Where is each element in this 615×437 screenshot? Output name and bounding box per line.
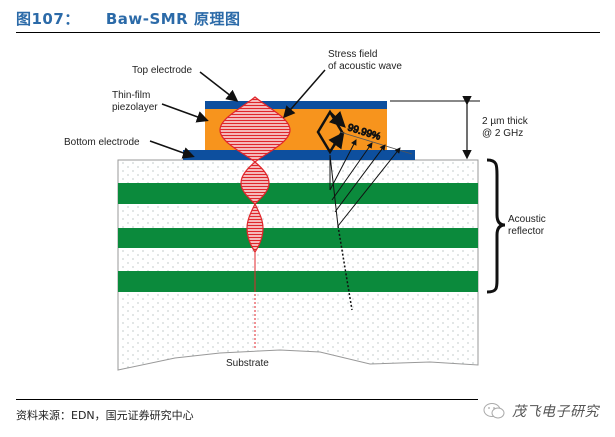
label-thin-film-2: piezolayer	[112, 102, 158, 113]
reflector-layer-2	[118, 228, 478, 248]
thickness-label-1: 2 µm thick	[482, 116, 529, 127]
bottom-electrode	[183, 150, 415, 160]
reflector-label-2: reflector	[508, 226, 545, 237]
label-top-electrode: Top electrode	[132, 65, 192, 76]
watermark-text: 茂飞电子研究	[512, 404, 599, 420]
label-stress-1: Stress field	[328, 49, 377, 60]
footer-divider	[16, 399, 600, 400]
reflector-layer-1	[118, 183, 478, 204]
label-stress-2: of acoustic wave	[328, 61, 402, 72]
label-thin-film-1: Thin-film	[112, 90, 150, 101]
reflector-layer-3	[118, 271, 478, 292]
thickness-dimension: 2 µm thick @ 2 GHz	[390, 95, 529, 160]
reflector-brace: Acoustic reflector	[486, 158, 546, 294]
figure-number: 图107：	[16, 10, 80, 28]
top-electrode	[205, 101, 387, 109]
substrate	[117, 159, 479, 371]
substrate-stack	[117, 159, 479, 371]
wechat-icon	[483, 403, 505, 419]
stress-field	[219, 96, 291, 350]
figure-title: 图107： Baw-SMR 原理图	[16, 8, 240, 29]
label-substrate: Substrate	[226, 358, 269, 369]
reflector-label-1: Acoustic	[508, 214, 546, 225]
label-bottom-electrode: Bottom electrode	[64, 137, 140, 148]
title-divider	[16, 32, 600, 33]
source-note: 资料来源：EDN，国元证券研究中心	[16, 409, 194, 422]
figure-caption: Baw-SMR 原理图	[105, 10, 241, 28]
watermark: 茂飞电子研究	[478, 398, 603, 424]
curly-brace-icon	[486, 158, 506, 294]
thickness-label-2: @ 2 GHz	[482, 128, 523, 139]
callouts: Top electrode Thin-film piezolayer Botto…	[64, 49, 402, 369]
